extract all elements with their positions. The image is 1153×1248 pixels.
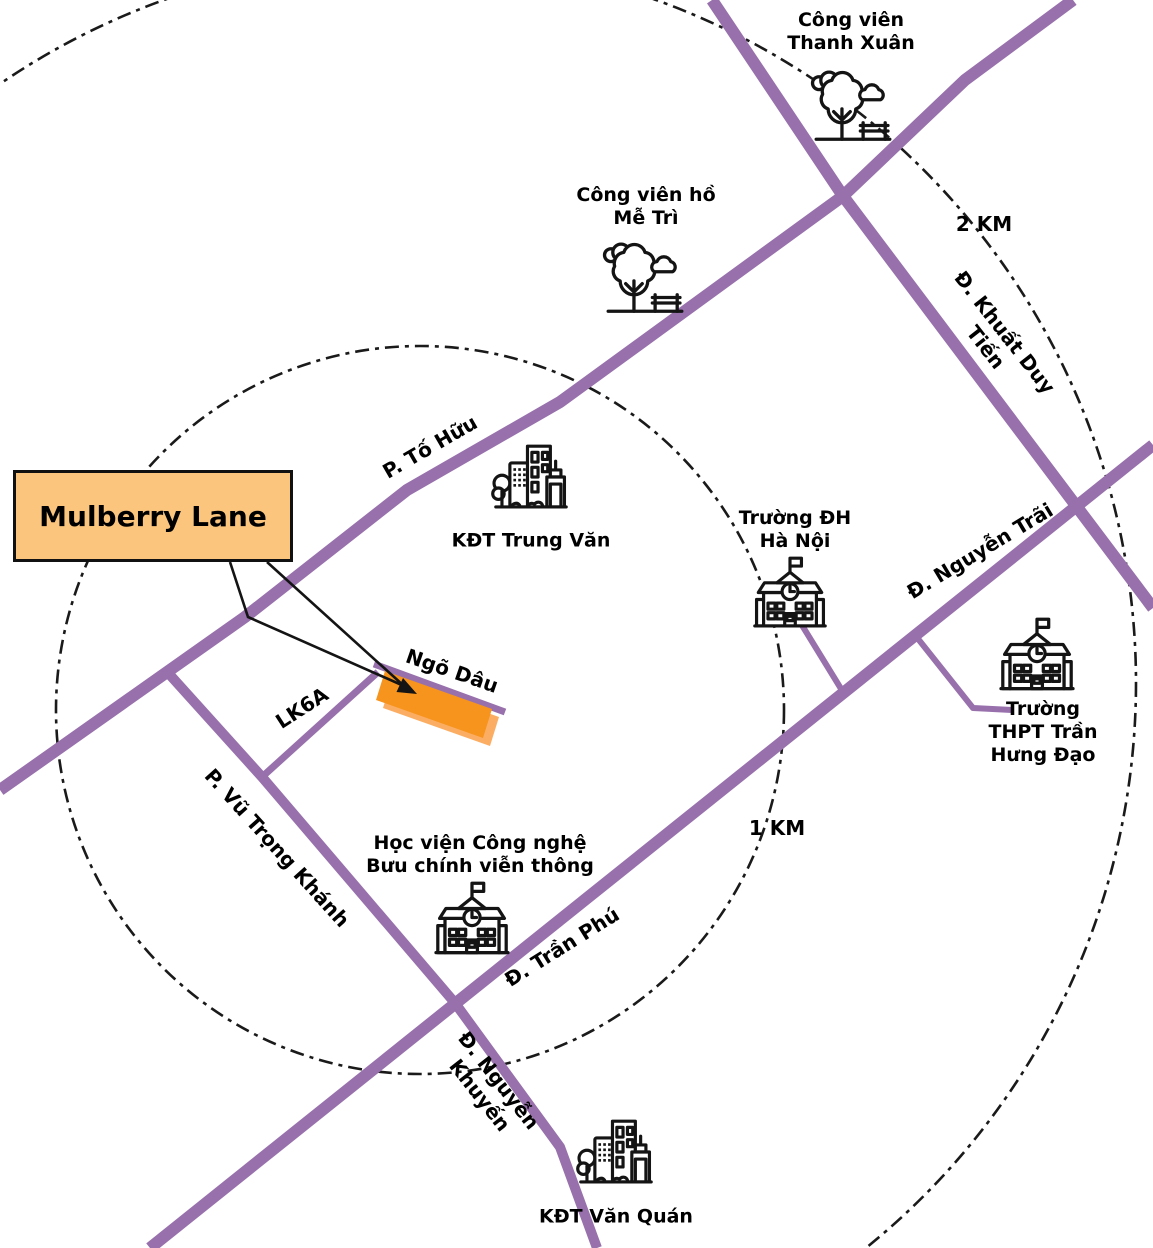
- ring-1km-circle: [54, 344, 786, 1076]
- label-hoc-vien-bcvt: Học viện Công nghệ Bưu chính viễn thông: [366, 831, 594, 877]
- road-vu-trong-khanh-nguyen-khuyen: [166, 671, 602, 1248]
- road-to-huu: [0, 0, 1077, 795]
- ring-1km-label: 1 KM: [748, 815, 806, 840]
- road-branch-dh-ha-noi: [797, 620, 846, 694]
- park-icon: [807, 62, 899, 154]
- label-truong-thpt-tran-hung-dao: Trường THPT Trần Hưng Đạo: [988, 698, 1098, 767]
- road-branch-thpt: [912, 633, 1013, 713]
- school-icon: [427, 877, 517, 967]
- callout-arrowhead-icon: [396, 678, 417, 694]
- road-ngo-dau: [372, 660, 507, 716]
- callout-line-left: [228, 561, 405, 688]
- road-nguyen-trai-tran-phu: [146, 440, 1153, 1248]
- site-callout-box: Mulberry Lane: [13, 470, 293, 562]
- label-cong-vien-ho-me-tri: Công viên hồ Mễ Trì: [576, 183, 716, 229]
- label-kdt-trung-van: KĐT Trung Văn: [451, 529, 611, 552]
- school-icon: [992, 613, 1082, 703]
- site-name-label: Mulberry Lane: [39, 499, 267, 533]
- label-kdt-van-quan: KĐT Văn Quán: [539, 1205, 693, 1228]
- school-icon: [746, 552, 834, 640]
- label-truong-dh-ha-noi: Trường ĐH Hà Nội: [738, 506, 852, 552]
- road-lk6a: [259, 669, 381, 780]
- buildings-icon: [487, 433, 575, 521]
- buildings-icon: [572, 1108, 660, 1196]
- park-icon: [599, 234, 691, 326]
- callout-line-right: [266, 561, 405, 687]
- ring-2km-label: 2 KM: [955, 211, 1013, 236]
- label-cong-vien-thanh-xuan: Công viên Thanh Xuân: [787, 8, 915, 54]
